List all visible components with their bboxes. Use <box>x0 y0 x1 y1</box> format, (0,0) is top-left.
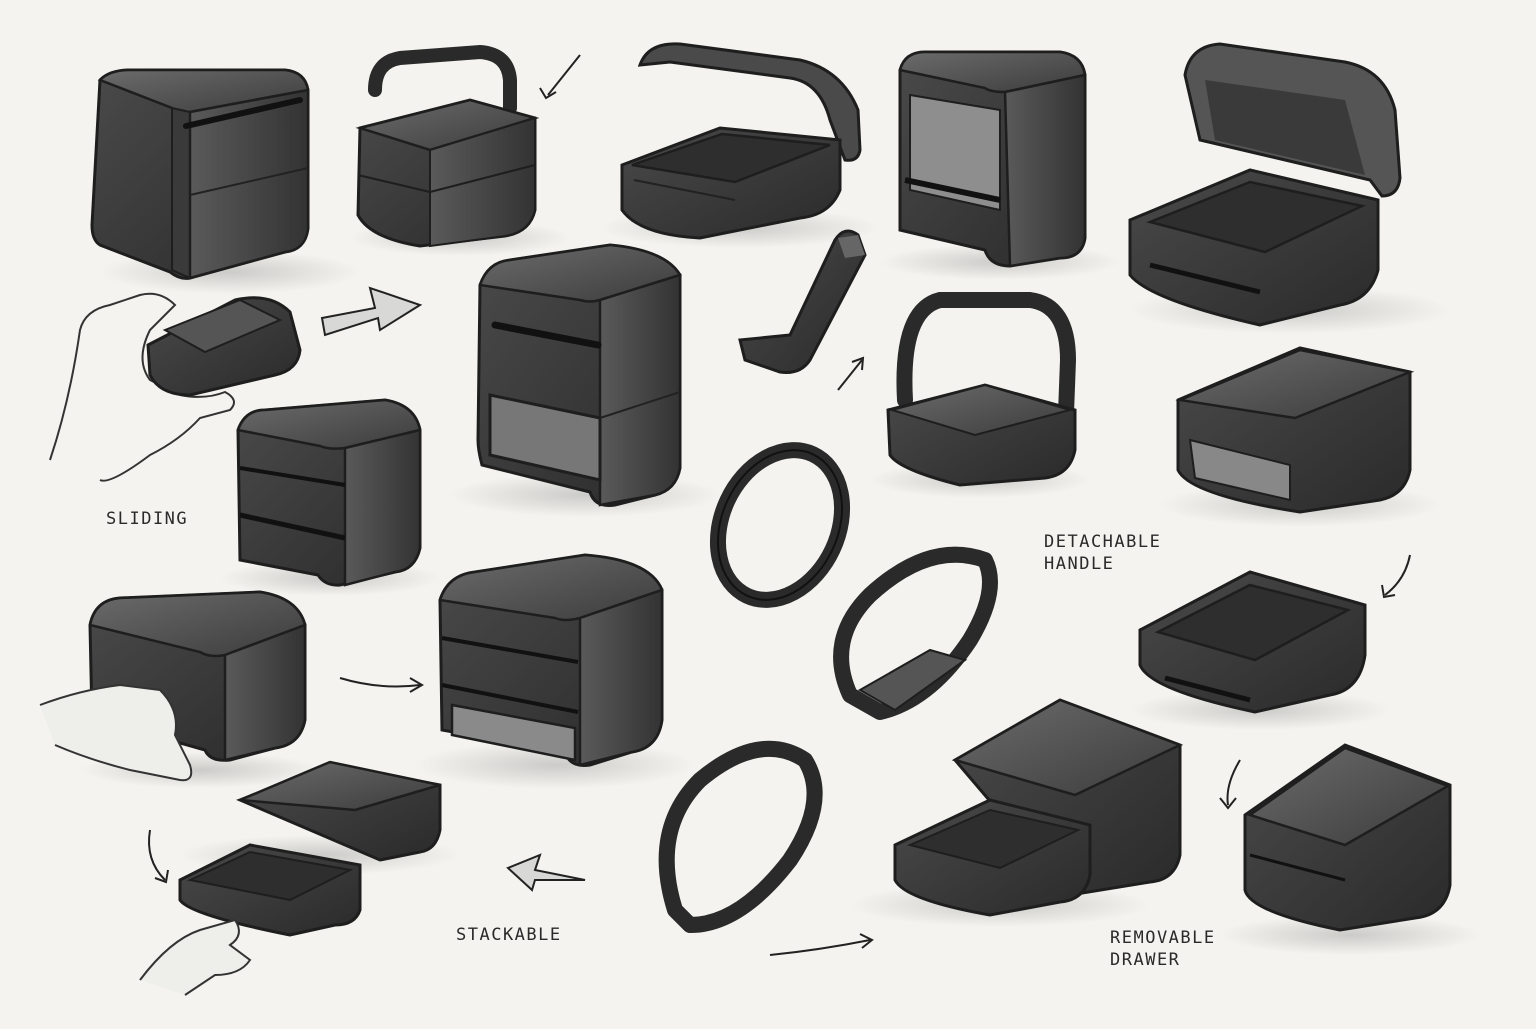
sketch-stacked-cube-large <box>415 553 695 789</box>
sketch-tray-right <box>1130 570 1390 730</box>
sketch-ring-middle <box>833 546 998 720</box>
arrow-right-icon <box>320 286 423 337</box>
arrow-icon <box>1384 554 1411 596</box>
arrow-head-icon <box>851 356 865 371</box>
arrow-head-icon <box>154 869 169 884</box>
sketch-box-tall-cube <box>90 68 360 294</box>
sketch-ring-lower <box>658 740 823 933</box>
arrow-icon <box>339 677 421 688</box>
arrow-icon <box>1226 759 1241 806</box>
sketch-hand-holding-box <box>49 292 302 482</box>
sketch-closed-box-bottom-right <box>1220 743 1480 955</box>
sketch-hinged-lid-box <box>1128 42 1450 334</box>
sketch-open-tray-lid <box>600 42 880 248</box>
arrow-head-icon <box>859 933 874 949</box>
arrow-left-icon <box>506 853 586 892</box>
sketch-stacked-cube-small <box>220 398 440 596</box>
arrow-head-icon <box>539 87 557 100</box>
label-stackable: STACKABLE <box>456 925 562 945</box>
arrow-head-icon <box>1381 584 1396 599</box>
sketch-ring-upper <box>709 442 851 608</box>
sketch-two-tier-box <box>450 243 720 517</box>
arrow-icon <box>547 54 581 96</box>
arrow-head-icon <box>409 677 424 693</box>
sketch-drawer-pull-box <box>139 760 460 996</box>
sketch-hand-open-cube <box>39 590 320 788</box>
sketch-basket-handle <box>870 292 1090 498</box>
sketch-open-frame-box <box>880 50 1120 280</box>
sketch-box-with-handle <box>350 44 570 256</box>
label-sliding: SLIDING <box>106 509 189 529</box>
arrow-head-icon <box>1219 797 1237 810</box>
sketch-removable-drawer-box <box>850 698 1184 927</box>
arrow-icon <box>769 939 871 956</box>
sketch-lidded-box-right <box>1160 346 1440 527</box>
label-removable-drawer: REMOVABLE DRAWER <box>1110 928 1216 970</box>
label-detachable-handle: DETACHABLE HANDLE <box>1044 532 1162 574</box>
arrow-icon <box>837 359 863 391</box>
arrow-icon <box>148 829 166 881</box>
sketch-stand-piece <box>738 229 867 374</box>
